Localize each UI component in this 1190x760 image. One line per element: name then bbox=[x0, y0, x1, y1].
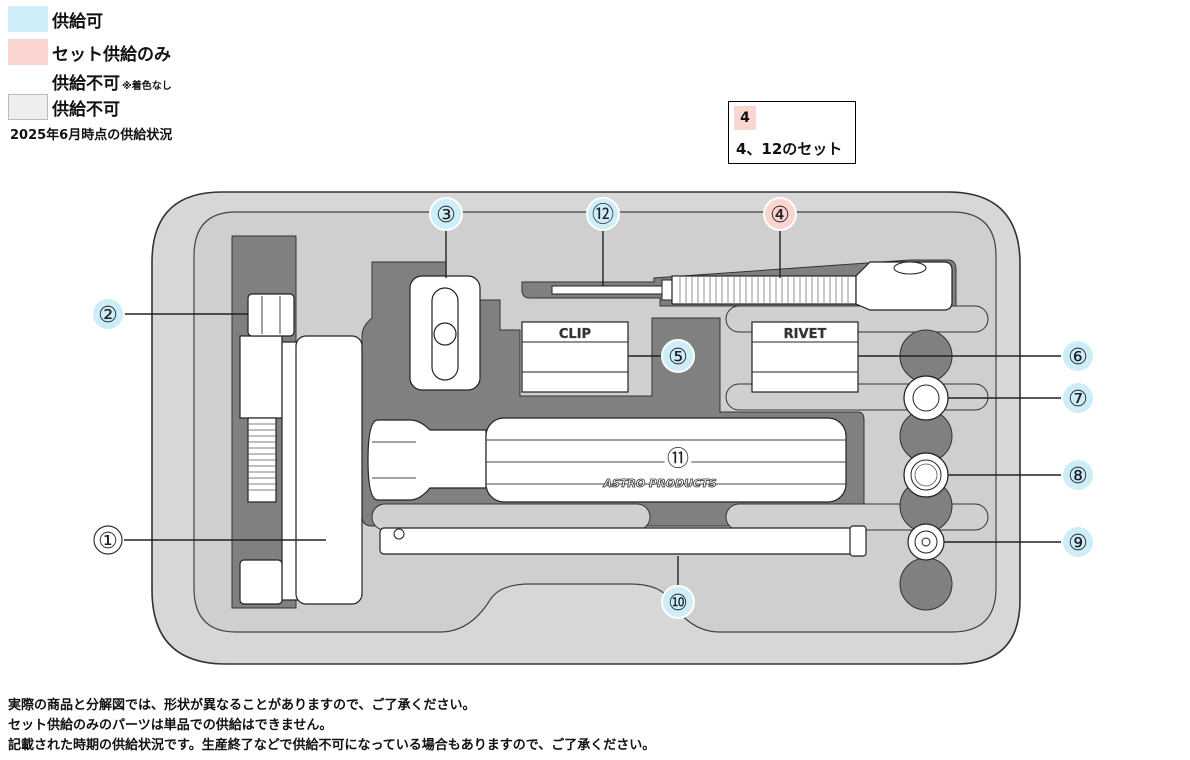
set-text: 4、12のセット bbox=[736, 140, 843, 158]
legend-set-only: セット供給のみ bbox=[8, 38, 171, 66]
callout-4: ④ bbox=[763, 197, 797, 231]
clip-label: CLIP bbox=[559, 327, 591, 342]
part-4-driver bbox=[661, 261, 953, 311]
callout-12-number: ⑫ bbox=[592, 203, 614, 228]
legend-label: 供給不可 bbox=[52, 99, 120, 120]
footer-notes: 実際の商品と分解図では、形状が異なることがありますので、ご了承ください。 セット… bbox=[8, 696, 655, 756]
recess-strip-left bbox=[371, 503, 651, 531]
callout-11-number: ⑪ bbox=[667, 447, 689, 472]
brand-logo: ASTRO PRODUCTS bbox=[602, 477, 716, 490]
part-8-bushing bbox=[903, 452, 949, 498]
note-line: 実際の商品と分解図では、形状が異なることがありますので、ご了承ください。 bbox=[8, 698, 476, 713]
set-box: 4 4、12のセット bbox=[728, 101, 856, 164]
part-7-washer bbox=[903, 375, 949, 421]
part-2-nut bbox=[247, 293, 295, 337]
part-10-rod bbox=[379, 525, 867, 557]
part-6-rivet-block: RIVET bbox=[751, 321, 859, 393]
callout-10-number: ⑩ bbox=[668, 591, 688, 616]
callout-6-number: ⑥ bbox=[1068, 345, 1088, 370]
legend-available: 供給可 bbox=[8, 5, 103, 33]
callout-1: ① bbox=[93, 525, 123, 555]
legend-unavailable: 供給不可 bbox=[8, 93, 120, 121]
pocket-blank-3 bbox=[899, 557, 953, 611]
part-5-clip-block: CLIP bbox=[521, 321, 629, 393]
legend-label: セット供給のみ bbox=[52, 44, 171, 65]
callout-8-number: ⑧ bbox=[1068, 464, 1088, 489]
legend-swatch-available bbox=[8, 6, 48, 32]
legend-note: ※着色なし bbox=[122, 80, 172, 92]
rivet-label: RIVET bbox=[784, 327, 827, 342]
part-3-holder bbox=[409, 275, 481, 391]
callout-5-number: ⑤ bbox=[668, 345, 688, 370]
callout-11: ⑪ bbox=[664, 444, 692, 472]
legend-unavailable-uncolored: 供給不可 ※着色なし bbox=[8, 67, 172, 95]
callout-5: ⑤ bbox=[661, 339, 695, 373]
callout-1-number: ① bbox=[98, 529, 118, 554]
legend-swatch-uncolored bbox=[8, 68, 48, 94]
legend-label: 供給不可 bbox=[52, 73, 120, 94]
callout-2: ② bbox=[91, 297, 125, 331]
legend-label: 供給可 bbox=[52, 11, 103, 32]
callout-8: ⑧ bbox=[1061, 458, 1095, 492]
callout-3: ③ bbox=[429, 197, 463, 231]
note-line: セット供給のみのパーツは単品での供給はできません。 bbox=[8, 718, 333, 733]
callout-10: ⑩ bbox=[661, 585, 695, 619]
status-date: 2025年6月時点の供給状況 bbox=[10, 128, 173, 143]
callout-7: ⑦ bbox=[1061, 381, 1095, 415]
part-12-pin bbox=[551, 285, 665, 295]
part-1-chain-tool-body bbox=[239, 335, 363, 605]
legend-swatch-unavailable bbox=[8, 94, 48, 120]
callout-3-number: ③ bbox=[436, 203, 456, 228]
set-badge: 4 bbox=[734, 106, 756, 130]
callout-12: ⑫ bbox=[586, 197, 620, 231]
callout-6: ⑥ bbox=[1061, 339, 1095, 373]
leader-lines bbox=[124, 230, 1062, 586]
part-9-tip bbox=[907, 523, 945, 561]
callout-7-number: ⑦ bbox=[1068, 387, 1088, 412]
callout-4-number: ④ bbox=[770, 203, 790, 228]
callout-9-number: ⑨ bbox=[1068, 531, 1088, 556]
callout-9: ⑨ bbox=[1061, 525, 1095, 559]
note-line: 記載された時期の供給状況です。生産終了などで供給不可になっている場合もありますの… bbox=[8, 738, 656, 753]
callout-2-number: ② bbox=[98, 303, 118, 328]
legend-swatch-set-only bbox=[8, 39, 48, 65]
